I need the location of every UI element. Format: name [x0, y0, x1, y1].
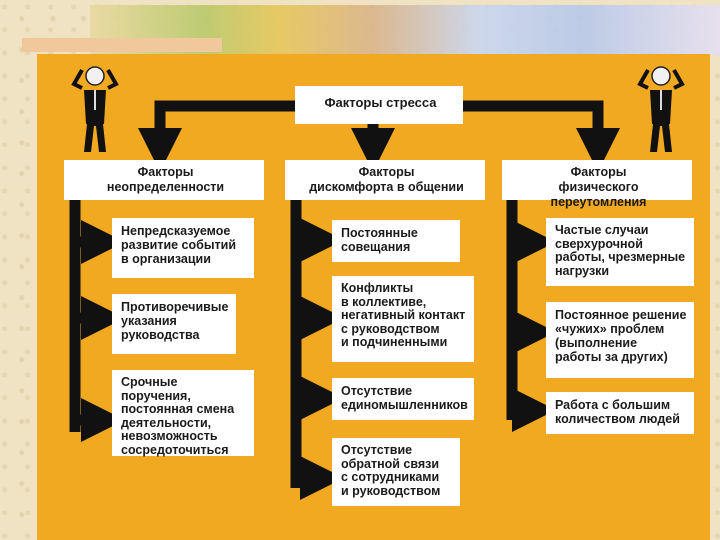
factor-box: Частые случаи сверхурочной работы, чрезм… — [546, 218, 694, 286]
factor-box: Противоречивые указания руководства — [112, 294, 236, 354]
diagram-title: Факторы стресса — [295, 86, 463, 124]
column-header-uncertainty: Факторы неопределенности — [64, 160, 264, 200]
factor-box: Отсутствие обратной связи с сотрудниками… — [332, 438, 460, 506]
column-header-fatigue: Факторы физического переутомления — [502, 160, 692, 209]
stressed-man-right-icon — [637, 66, 685, 152]
arrow-title-left — [138, 100, 295, 172]
arrow-title-right — [463, 100, 620, 172]
factor-box: Постоянные совещания — [332, 220, 460, 262]
decorative-accent-bar — [22, 38, 222, 52]
factor-box: Работа с большим количеством людей — [546, 392, 694, 434]
factor-box: Конфликты в коллективе, негативный конта… — [332, 276, 474, 362]
factor-box: Непредсказуемое развитие событий в орган… — [112, 218, 254, 278]
factor-box: Постоянное решение «чужих» проблем (выпо… — [546, 302, 694, 378]
factor-box: Срочные поручения, постоянная смена деят… — [112, 370, 254, 456]
stressed-man-left-icon — [71, 66, 119, 152]
factor-box: Отсутствие единомышленников — [332, 378, 474, 420]
column-header-communication: Факторы дискомфорта в общении — [285, 160, 485, 200]
